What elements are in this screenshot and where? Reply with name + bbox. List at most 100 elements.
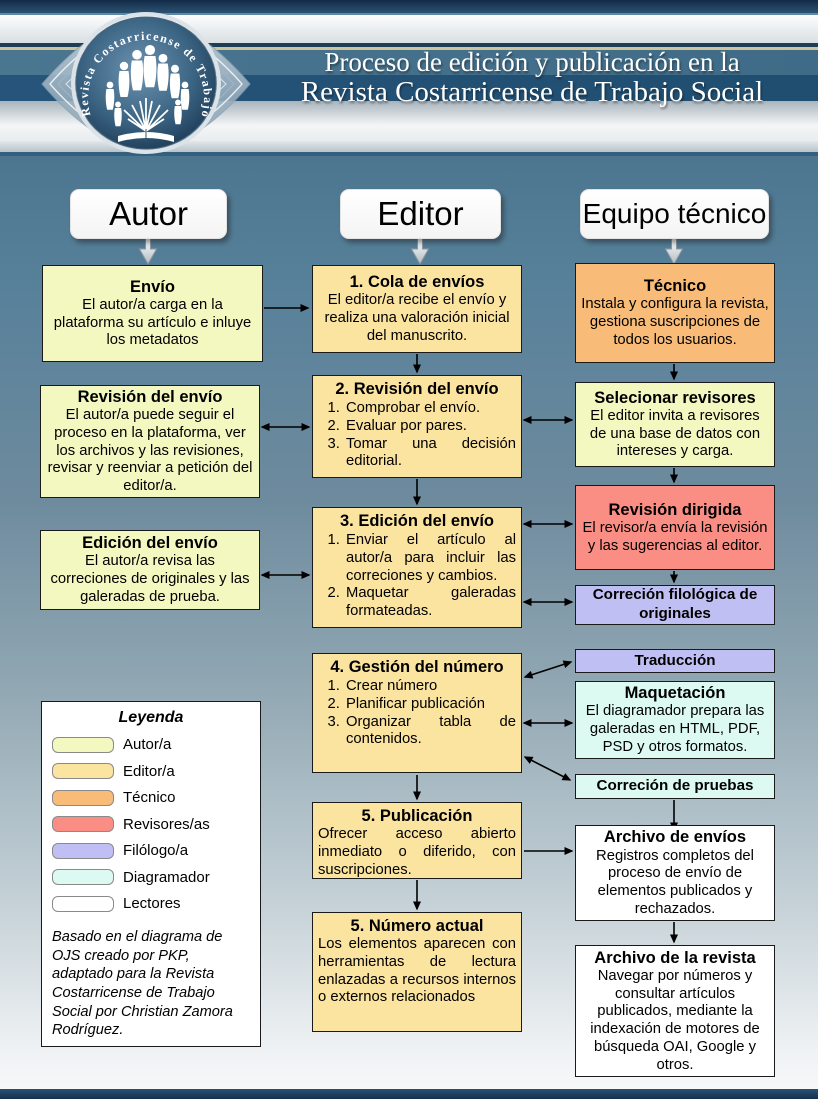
legend-label: Editor/a: [123, 762, 175, 780]
flow-box-revision-envio: Revisión del envío El autor/a puede segu…: [40, 385, 260, 498]
flow-box-correcion-pruebas: Correción de pruebas: [575, 774, 775, 799]
legend-swatch-filologo: [52, 842, 114, 859]
column-header-equipo-tecnico: Equipo técnico: [580, 189, 769, 239]
legend-row-tecnico: Técnico: [52, 789, 250, 806]
box-title: 5. Publicación: [361, 807, 473, 825]
column-header-editor-label: Editor: [377, 195, 464, 232]
box-title: Correción de pruebas: [596, 777, 754, 795]
box-title: 3. Edición del envío: [339, 512, 495, 530]
plant-silhouette: [123, 98, 169, 132]
list-item: Enviar el artículo al autor/a para inclu…: [344, 532, 516, 585]
box-body: El editor/a recibe el envío y realiza un…: [324, 292, 510, 344]
list-item: Comprobar el envío.: [344, 400, 516, 418]
legend-row-filologo: Filólogo/a: [52, 842, 250, 859]
legend-label: Revisores/as: [123, 815, 210, 833]
box-title: Selecionar revisores: [594, 388, 756, 407]
box-title: 2. Revisión del envío: [335, 380, 499, 398]
header-band-top: [0, 0, 818, 13]
box-body: El autor/a carga en la plataforma su art…: [53, 296, 252, 349]
legend-row-lectores: Lectores: [52, 895, 250, 912]
footer-bar: [0, 1089, 818, 1099]
legend-label: Filólogo/a: [123, 842, 189, 859]
legend-swatch-revisores: [52, 816, 114, 832]
legend-attribution-note: Basado en el diagrama de OJS creado por …: [52, 929, 233, 1039]
flow-box-edicion3: 3. Edición del envío Enviar el artículo …: [312, 507, 522, 628]
header-band-navy-line: [0, 43, 818, 47]
list-item: Planificar publicación: [344, 696, 516, 714]
flow-box-archivo-envios: Archivo de envíos Registros completos de…: [575, 825, 775, 921]
header-band-line: [0, 13, 818, 15]
box-title: Edición del envío: [82, 534, 218, 553]
header-band-edge: [0, 152, 818, 156]
legend-label: Diagramador: [123, 868, 210, 886]
box-body: Instala y configura la revista, gestiona…: [581, 296, 769, 348]
flow-box-revision2: 2. Revisión del envío Comprobar el envío…: [312, 375, 522, 478]
legend-swatch-diagramador: [52, 869, 114, 885]
box-title: Correción filológica de originales: [592, 586, 758, 622]
flow-box-cola-envios: 1. Cola de envíos El editor/a recibe el …: [312, 265, 522, 353]
legend-label: Técnico: [123, 789, 176, 806]
box-body: El diagramador prepara las galeradas en …: [585, 703, 765, 755]
header-band-silver-shade: [0, 141, 818, 152]
logo-ring: [71, 12, 221, 154]
box-body: El autor/a revisa las correciones de ori…: [50, 553, 250, 605]
flow-box-archivo-revista: Archivo de la revista Navegar por número…: [575, 945, 775, 1077]
legend-panel: Leyenda Autor/a Editor/a Técnico Revisor…: [41, 701, 261, 1047]
legend-swatch-tecnico: [52, 789, 114, 806]
box-list: Enviar el artículo al autor/a para inclu…: [318, 532, 516, 621]
list-item: Organizar tabla de contenidos.: [344, 714, 516, 750]
legend-label: Lectores: [123, 895, 181, 912]
box-body: Ofrecer acceso abierto inmediato o difer…: [318, 826, 516, 878]
legend-row-editor: Editor/a: [52, 763, 250, 780]
box-title: Técnico: [643, 277, 707, 296]
box-title: Envío: [130, 277, 175, 296]
box-body: Registros completos del proceso de envío…: [596, 847, 754, 917]
flow-box-envio: Envío El autor/a carga en la plataforma …: [42, 265, 263, 362]
flow-box-numero-actual5: 5. Número actual Los elementos aparecen …: [312, 912, 522, 1032]
book-silhouette: [118, 129, 174, 142]
flow-box-revision-dirigida: Revisión dirigida El revisor/a envía la …: [575, 485, 775, 570]
page-subtitle: Revista Costarricense de Trabajo Social: [300, 76, 764, 108]
legend-swatch-lectores: [52, 895, 114, 912]
box-body: El editor invita a revisores de una base…: [589, 407, 761, 460]
legend-label: Autor/a: [123, 736, 172, 753]
box-title: Traducción: [634, 651, 716, 669]
journal-logo: Revista Costarricense de Trabajo Social: [40, 5, 251, 154]
box-list: Comprobar el envío. Evaluar por pares. T…: [318, 400, 516, 471]
legend-row-revisores: Revisores/as: [52, 816, 250, 833]
flow-box-publicacion5: 5. Publicación Ofrecer acceso abierto in…: [312, 802, 522, 879]
column-header-autor: Autor: [70, 189, 227, 239]
box-list: Crear número Planificar publicación Orga…: [318, 678, 516, 749]
box-title: Revisión del envío: [77, 388, 223, 407]
flow-box-selecionar-revisores: Selecionar revisores El editor invita a …: [575, 382, 775, 467]
header-band-khaki-line: [0, 47, 818, 50]
box-body: Navegar por números y consultar artículo…: [590, 967, 760, 1073]
flow-box-traduccion: Traducción: [575, 649, 775, 673]
flow-box-maquetacion: Maquetación El diagramador prepara las g…: [575, 681, 775, 759]
column-header-autor-label: Autor: [109, 195, 188, 232]
legend-swatch-editor: [52, 763, 114, 779]
legend-row-diagramador: Diagramador: [52, 869, 250, 886]
column-header-equipo-tecnico-label: Equipo técnico: [582, 198, 767, 229]
page-title: Proceso de edición y publicación en la: [324, 47, 740, 77]
legend-row-autor: Autor/a: [52, 736, 250, 753]
column-header-editor: Editor: [340, 189, 501, 239]
flow-box-correcion-filologica: Correción filológica de originales: [575, 585, 775, 625]
box-title: Maquetación: [624, 684, 726, 703]
box-title: 4. Gestión del número: [330, 658, 504, 676]
box-body: Los elementos aparecen con herramientas …: [318, 936, 516, 1006]
box-title: Revisión dirigida: [608, 500, 742, 519]
box-title: Archivo de envíos: [603, 828, 747, 847]
legend-swatch-autor: [52, 736, 114, 753]
box-title: 1. Cola de envíos: [349, 273, 485, 292]
legend-title: Leyenda: [118, 709, 184, 726]
list-item: Maquetar galeradas formateadas.: [344, 585, 516, 621]
list-item: Evaluar por pares.: [344, 418, 516, 436]
flow-box-edicion-envio: Edición del envío El autor/a revisa las …: [40, 530, 260, 610]
flow-box-gestion4: 4. Gestión del número Crear número Plani…: [312, 653, 522, 773]
box-title: Archivo de la revista: [594, 948, 756, 967]
box-body: El revisor/a envía la revisión y las sug…: [582, 519, 768, 554]
flow-box-tecnico: Técnico Instala y configura la revista, …: [575, 263, 775, 363]
list-item: Crear número: [344, 678, 516, 696]
